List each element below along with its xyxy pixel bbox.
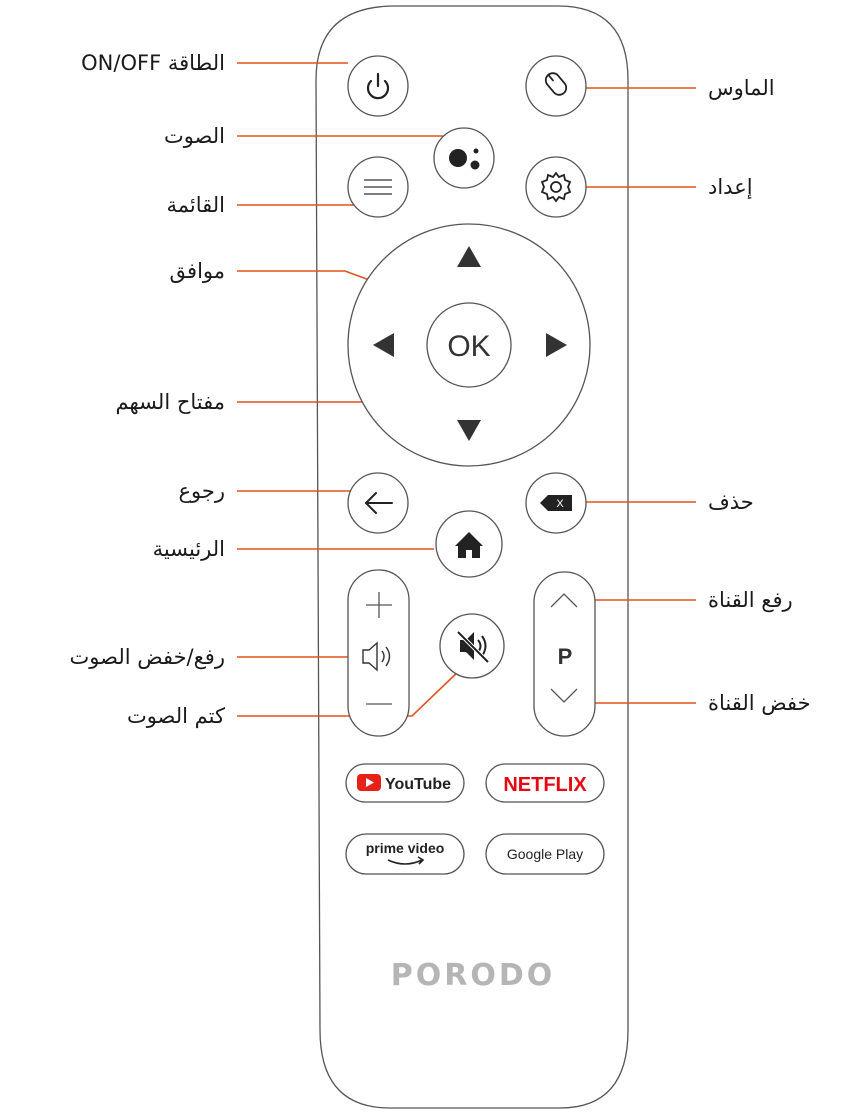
- assistant-icon: [449, 148, 480, 170]
- channel-rocker[interactable]: P: [533, 571, 596, 737]
- channel-text: P: [558, 644, 573, 669]
- label-delete: حذف: [708, 490, 754, 514]
- play-icon: [366, 778, 374, 787]
- delete-key-text: X: [556, 498, 564, 510]
- label-ok: موافق: [170, 259, 225, 283]
- mouse-button[interactable]: [525, 55, 587, 117]
- power-icon: [366, 72, 390, 100]
- delete-button[interactable]: X: [525, 472, 587, 534]
- prime-text: prime video: [366, 840, 445, 856]
- youtube-button[interactable]: YouTube: [345, 763, 465, 803]
- label-voice: الصوت: [164, 124, 225, 148]
- prime-video-button[interactable]: prime video: [345, 833, 465, 875]
- back-arrow-icon: [365, 492, 393, 514]
- chevron-up-icon: [550, 593, 578, 608]
- hamburger-icon: [364, 179, 392, 195]
- smile-arrow-icon: [387, 856, 425, 865]
- label-home: الرئيسية: [153, 537, 225, 561]
- mouse-icon: [544, 72, 568, 96]
- settings-button[interactable]: [525, 156, 587, 218]
- home-icon: [455, 532, 483, 558]
- chevron-down-icon: [550, 688, 578, 703]
- home-button[interactable]: [435, 510, 503, 578]
- voice-button[interactable]: [433, 127, 495, 189]
- power-button[interactable]: [347, 55, 409, 117]
- label-mute: كتم الصوت: [127, 704, 225, 729]
- menu-button[interactable]: [347, 156, 409, 218]
- dpad-down-arrow[interactable]: [457, 420, 481, 441]
- label-settings: إعداد: [708, 175, 753, 200]
- mute-icon: [456, 630, 490, 664]
- dpad-up-arrow[interactable]: [457, 246, 481, 267]
- speaker-icon: [362, 641, 391, 672]
- label-back: رجوع: [178, 479, 225, 503]
- backspace-icon: [540, 495, 572, 511]
- label-menu: القائمة: [167, 193, 226, 217]
- label-volume: رفع/خفض الصوت: [69, 645, 225, 669]
- google-play-button[interactable]: Google Play: [485, 833, 605, 875]
- leader-lines: [237, 62, 696, 717]
- plus-icon: [366, 592, 392, 618]
- ok-text: OK: [447, 330, 490, 363]
- dpad-right-arrow[interactable]: [546, 333, 567, 357]
- gear-icon: [540, 171, 572, 203]
- dpad-left-arrow[interactable]: [373, 333, 394, 357]
- netflix-text: NETFLIX: [503, 774, 587, 796]
- volume-rocker[interactable]: [347, 569, 410, 737]
- label-dpad: مفتاح السهم: [116, 390, 225, 415]
- back-button[interactable]: [347, 472, 409, 534]
- label-mouse: الماوس: [708, 76, 775, 100]
- brand-logo: PORODO: [391, 958, 556, 993]
- youtube-text: YouTube: [385, 776, 451, 793]
- mute-button[interactable]: [439, 613, 505, 679]
- label-channel-down: خفض القناة: [708, 691, 811, 715]
- label-power: ON/OFF الطاقة: [81, 51, 225, 75]
- label-channel-up: رفع القناة: [708, 588, 793, 612]
- netflix-button[interactable]: NETFLIX: [485, 763, 605, 803]
- googleplay-text: Google Play: [507, 846, 583, 862]
- ok-button[interactable]: OK: [426, 302, 512, 388]
